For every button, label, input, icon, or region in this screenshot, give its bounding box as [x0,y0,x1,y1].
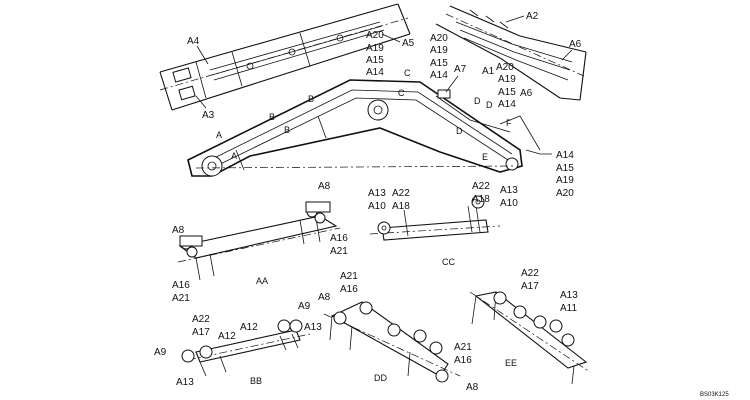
label-cc-a22-b: A22 [472,181,490,192]
label-dd-a16: A16 [340,284,358,295]
label-um-a14: A14 [430,70,448,81]
label-bb-name: BB [250,376,262,386]
label-ur-a14: A14 [498,99,516,110]
label-bb-a22: A22 [192,314,210,325]
label-cc-a13-b: A13 [500,185,518,196]
label-dd-a8-b: A8 [466,382,479,393]
label-a6-mid: A6 [520,88,533,99]
label-um-a15: A15 [430,58,448,69]
label-r-a14: A14 [556,150,574,161]
label-cc-a10: A10 [368,201,386,212]
label-bb-a9: A9 [298,301,311,312]
label-ur-a20: A20 [496,62,514,73]
label-dd-a21: A21 [340,271,358,282]
label-aa-a21: A21 [172,293,190,304]
label-dd-a8: A8 [318,292,331,303]
label-a7: A7 [454,64,467,75]
label-ee-a22: A22 [521,268,539,279]
label-ee-a17: A17 [521,281,539,292]
detail-bb: A22 A17 A12 A12 A9 A13 A9 A13 BB [154,301,322,388]
label-um-a20: A20 [430,33,448,44]
label-r-a19: A19 [556,175,574,186]
view-markers: A A B B B C C D D D E F [216,68,512,162]
label-um-a19: A19 [430,45,448,56]
label-cc-name: CC [442,257,455,267]
view-mark-d: D [474,96,481,106]
label-r-a15: A15 [556,163,574,174]
label-ul-a20: A20 [366,30,384,41]
label-ee-a13: A13 [560,290,578,301]
drawing-code: BS03K125 [700,392,729,398]
detail-ee: A22 A17 A13 A11 EE [469,268,591,385]
label-aa-a8-b: A8 [318,181,331,192]
view-mark-d-3: D [456,126,463,136]
label-ee-a11: A11 [560,303,577,314]
label-aa-a16-b: A16 [330,233,348,244]
label-ee-name: EE [505,358,517,368]
label-cc-a18: A18 [392,201,410,212]
detail-dd: A21 A16 A8 A21 A16 A8 DD [318,271,479,393]
label-bb-a13-b: A13 [176,377,194,388]
label-a3: A3 [202,110,215,121]
label-bb-a17: A17 [192,327,210,338]
label-bb-a13: A13 [304,322,322,333]
label-cc-a10-b: A10 [500,198,518,209]
label-aa-a21-b: A21 [330,246,348,257]
view-mark-c: C [404,68,411,78]
label-ul-a19: A19 [366,43,384,54]
label-bb-a9-b: A9 [154,347,167,358]
label-aa-a8: A8 [172,225,185,236]
label-aa-name: AA [256,276,268,286]
main-boom [187,79,552,177]
label-cc-a22: A22 [392,188,410,199]
detail-cc: A13 A22 A10 A18 A22 A13 A18 A10 CC [368,181,518,267]
label-cc-a18-b: A18 [472,194,490,205]
label-a5: A5 [402,38,415,49]
label-ur-a15: A15 [498,87,516,98]
label-ul-a15: A15 [366,55,384,66]
label-a6-top: A6 [569,39,582,50]
view-mark-b-3: B [308,94,314,104]
label-a4: A4 [187,36,200,47]
label-dd-name: DD [374,373,387,383]
label-a2: A2 [526,11,539,22]
label-r-a20: A20 [556,188,574,199]
view-mark-a-2: A [231,151,237,161]
label-ul-a14: A14 [366,67,384,78]
view-mark-f: F [506,118,512,128]
label-bb-a12-b: A12 [240,322,258,333]
label-cc-a13: A13 [368,188,386,199]
label-dd-a21-b: A21 [454,342,472,353]
boom-foot-view [435,5,587,101]
view-mark-d-2: D [486,100,493,110]
view-mark-e: E [482,152,488,162]
view-mark-b: B [269,112,275,122]
label-ur-a19: A19 [498,74,516,85]
view-mark-c-2: C [398,88,405,98]
detail-aa: A8 A8 A16 A21 A16 A21 AA [172,181,348,304]
label-bb-a12: A12 [218,331,236,342]
label-aa-a16: A16 [172,280,190,291]
arm-top-view [159,3,411,111]
top-labels: A4 A3 A5 A20 A19 A15 A14 A20 A19 A15 A14… [187,11,582,199]
label-a1: A1 [482,66,495,77]
label-dd-a16-b: A16 [454,355,472,366]
view-mark-a: A [216,130,222,140]
view-mark-b-2: B [284,125,290,135]
